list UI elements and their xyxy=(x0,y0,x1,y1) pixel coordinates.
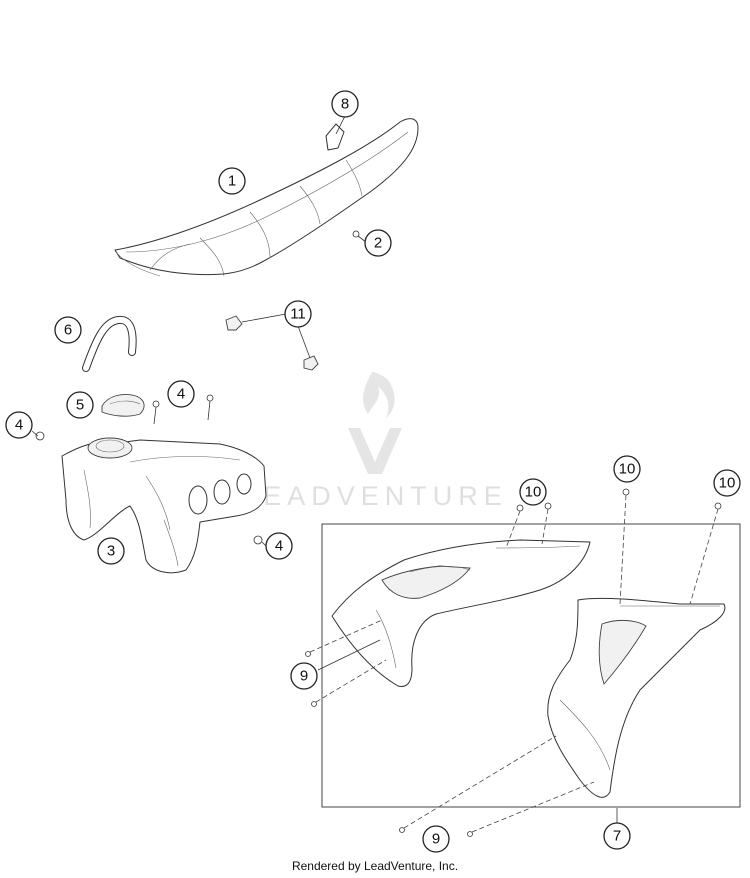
svg-text:10: 10 xyxy=(719,475,736,492)
callout-4-top: 4 xyxy=(167,380,195,408)
callout-1: 1 xyxy=(218,167,246,195)
svg-text:9: 9 xyxy=(300,668,308,685)
callout-7: 7 xyxy=(603,822,631,850)
seat-screw-part xyxy=(352,230,360,238)
footer-credit: Rendered by LeadVenture, Inc. xyxy=(291,859,459,873)
callout-11: 11 xyxy=(284,300,312,328)
tank-cap-part xyxy=(101,394,145,417)
callout-5: 5 xyxy=(66,391,94,419)
callout-4-right: 4 xyxy=(265,532,293,560)
callout-10-c: 10 xyxy=(713,469,741,497)
tank-fastener-parts xyxy=(35,394,263,545)
clip-nut-parts xyxy=(225,315,319,371)
right-side-cover-part xyxy=(547,597,726,798)
side-cover-frame xyxy=(321,523,741,808)
callout-3: 3 xyxy=(97,537,125,565)
svg-text:9: 9 xyxy=(432,831,440,848)
svg-text:10: 10 xyxy=(525,484,542,501)
left-side-cover-part xyxy=(305,539,591,707)
svg-text:10: 10 xyxy=(619,461,636,478)
svg-text:2: 2 xyxy=(374,235,382,252)
callout-4-left: 4 xyxy=(5,411,33,439)
cover-screw-parts xyxy=(505,488,722,605)
svg-text:4: 4 xyxy=(177,386,185,403)
callout-8: 8 xyxy=(331,90,359,118)
callout-10-b: 10 xyxy=(613,455,641,483)
bottom-screw-parts xyxy=(399,735,595,837)
svg-text:6: 6 xyxy=(64,322,72,339)
svg-text:1: 1 xyxy=(228,173,236,190)
callout-9-bottom: 9 xyxy=(422,825,450,853)
svg-text:11: 11 xyxy=(290,306,306,323)
svg-text:4: 4 xyxy=(275,538,283,555)
callout-2: 2 xyxy=(364,229,392,257)
svg-text:5: 5 xyxy=(76,397,84,414)
callout-9-left: 9 xyxy=(290,662,318,690)
seat-part xyxy=(114,118,419,277)
watermark-text: LEADVENTURE xyxy=(242,481,508,511)
breather-hose-part xyxy=(82,315,137,372)
svg-text:4: 4 xyxy=(15,417,23,434)
svg-text:8: 8 xyxy=(341,96,349,113)
callout-10-a: 10 xyxy=(519,478,547,506)
watermark-logo: LEADVENTURE xyxy=(242,372,508,511)
svg-text:3: 3 xyxy=(107,543,115,560)
callout-6: 6 xyxy=(54,316,82,344)
seat-pin-part xyxy=(325,123,345,151)
fuel-tank-part xyxy=(61,437,267,574)
svg-text:7: 7 xyxy=(613,828,621,845)
